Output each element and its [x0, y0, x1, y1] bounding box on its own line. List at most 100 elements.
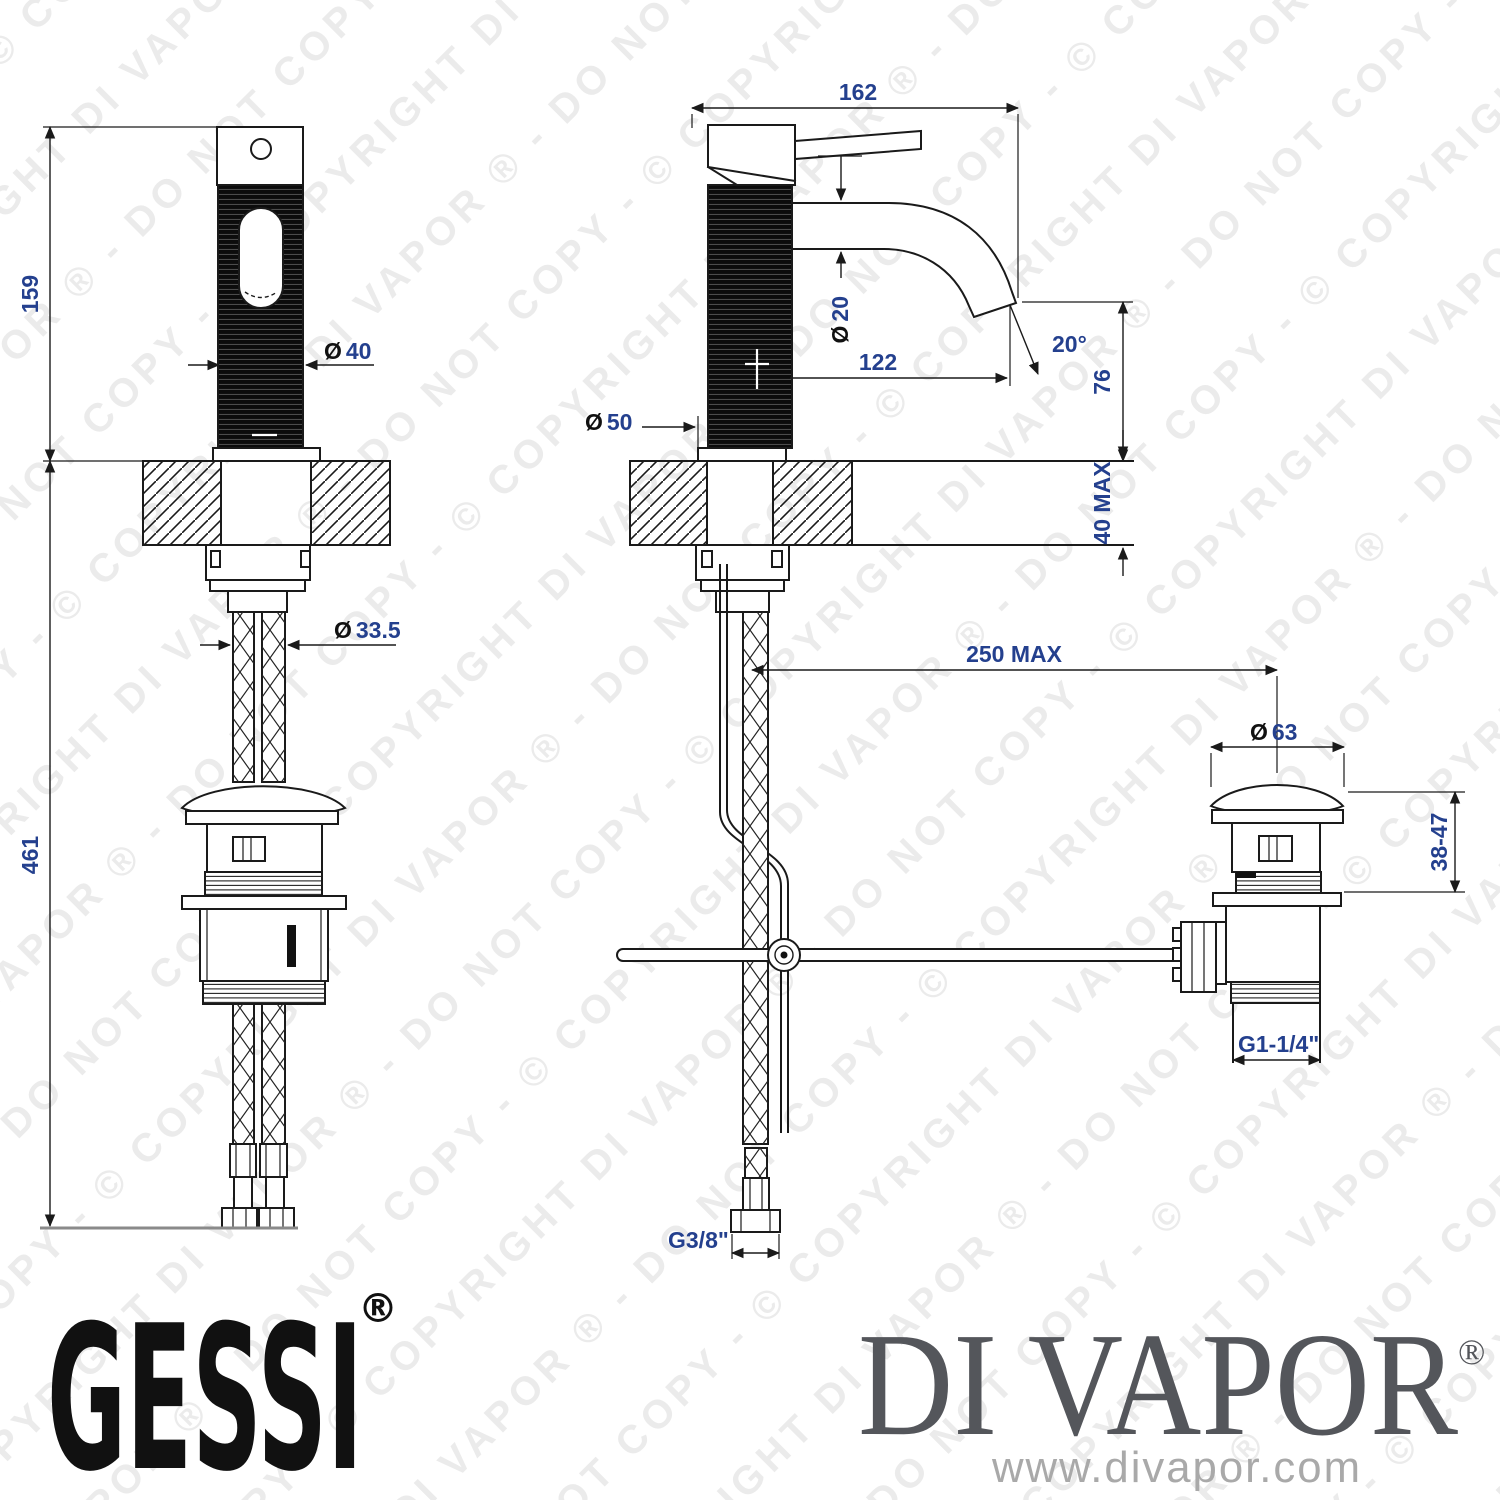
- nut-tooth: [1172, 947, 1182, 962]
- hose-nut-right: [258, 1207, 295, 1229]
- divapor-logo: DI VAPOR: [858, 1303, 1458, 1467]
- bracket-tab-right: [300, 550, 311, 568]
- hose-braid-texture: [745, 1148, 767, 1178]
- waste-clip-front: [232, 836, 266, 862]
- bracket-tab-side-right: [771, 550, 783, 568]
- hose-braid-texture: [233, 612, 254, 782]
- mounting-washer-front: [209, 579, 306, 592]
- waste-thread-lower-side: [1230, 981, 1321, 1004]
- ferrule-lines: [265, 1144, 281, 1177]
- waste-flange2-side: [1212, 892, 1342, 907]
- dim-label-supply-thread: G3/8": [668, 1227, 729, 1253]
- waste-clip-lines: [242, 837, 252, 861]
- divapor-website-url: www.divapor.com: [991, 1443, 1362, 1492]
- dim-label-waste-height-range: 38-47: [1426, 813, 1452, 872]
- dia63-ticks: [1210, 753, 1345, 787]
- knurled-body-side: [707, 184, 793, 449]
- hose-nut-side: [730, 1209, 781, 1233]
- waste-lower-body-front: [199, 908, 329, 982]
- divapor-registered-mark: ®: [1458, 1332, 1485, 1372]
- deck-outline-side: [629, 460, 1134, 546]
- ferrule-lines: [749, 1178, 763, 1210]
- waste-body-lines: [206, 909, 322, 981]
- waste-thread-lower-front: [202, 980, 326, 1005]
- hose-ferrule-left: [229, 1143, 257, 1178]
- waste-actuating-rod: [616, 948, 1182, 962]
- shank-stem-front: [227, 590, 288, 613]
- waste-thread-upper-front: [204, 871, 323, 897]
- rod-ball-joint-center: [780, 951, 788, 959]
- dim-label-spout-angle: 20°: [1052, 331, 1087, 357]
- mounting-washer-side: [700, 579, 785, 592]
- angle-20-line: [1009, 304, 1039, 375]
- body-detail-mark-side: [745, 349, 769, 389]
- deck-hatch-side-left: [631, 462, 707, 544]
- waste-knurled-nut: [1180, 921, 1217, 993]
- bracket-tab-left: [210, 550, 221, 568]
- side-view: 162 Ø20 122 20°: [585, 79, 1465, 1259]
- gessi-logo: GESSI: [47, 1283, 363, 1500]
- slot-inner-arc: [244, 291, 278, 299]
- branding: GESSI ® DI VAPOR ® www.divapor.com: [47, 1283, 1485, 1500]
- hose-nut-left: [221, 1207, 258, 1229]
- waste-lower-body-side: [1225, 905, 1321, 983]
- dim-label-spout-reach: 122: [859, 349, 897, 375]
- base-flange-front: [212, 447, 321, 462]
- handle-lever-side: [794, 129, 922, 161]
- handle-base-seam: [706, 165, 797, 183]
- spout-side: [791, 202, 1018, 319]
- waste-flange-side: [1211, 809, 1344, 824]
- spout-opening-slot: [238, 207, 284, 309]
- nut-lines: [232, 1208, 247, 1228]
- nut-lines: [269, 1208, 284, 1228]
- nut-knurl-lines: [1191, 922, 1205, 992]
- mounting-bracket-front: [205, 544, 311, 581]
- base-flange-side: [697, 447, 787, 462]
- waste-tailpiece: [1232, 1002, 1321, 1063]
- nut-lines: [740, 1210, 771, 1232]
- dim-label-waste-thread: G1-1/4": [1238, 1031, 1319, 1057]
- dim-label-overall-depth: 162: [839, 79, 877, 105]
- deck-hatch-left: [144, 462, 221, 544]
- dim-label-total-height: 461: [17, 836, 43, 875]
- hose-braid-texture: [262, 1004, 285, 1144]
- handle-base-side: [707, 124, 796, 186]
- nut-tooth: [1172, 927, 1182, 942]
- dim-label-deck-thickness: 40 MAX: [1089, 461, 1115, 545]
- ext-3847: [1344, 791, 1465, 893]
- waste-flange2-front: [181, 895, 347, 910]
- nut-tooth: [1172, 967, 1182, 982]
- waste-inlet-boss: [1215, 921, 1227, 985]
- cap-screw-hole: [250, 138, 272, 160]
- g38-ticks: [731, 1234, 780, 1259]
- gessi-registered-mark: ®: [358, 1286, 398, 1332]
- shank-stem-side: [715, 590, 770, 613]
- dim-label-height-above-deck: 159: [17, 275, 43, 313]
- dim-label-spout-height: 76: [1089, 369, 1115, 395]
- hose-neck-left: [233, 1176, 253, 1209]
- waste-clip-lines-side: [1268, 836, 1278, 861]
- hose-ferrule-side: [742, 1177, 770, 1211]
- bracket-tab-side-left: [701, 550, 713, 568]
- hose-braid-texture: [743, 612, 768, 1144]
- waste-thread-mark: [1236, 872, 1256, 878]
- dim-label-rod-reach: 250 MAX: [966, 641, 1063, 667]
- hose-braid-texture: [262, 612, 285, 782]
- waste-flange-front: [185, 810, 339, 825]
- dim-label-spout-diameter: Ø20: [827, 296, 853, 343]
- hose-ferrule-right: [259, 1143, 288, 1178]
- hose-braid-texture: [233, 1004, 254, 1144]
- deck-hatch-right: [311, 462, 390, 544]
- ferrule-lines: [235, 1144, 251, 1177]
- waste-detail-mark: [287, 925, 296, 967]
- rod-ball-joint-mid: [774, 945, 794, 965]
- waste-clip-side: [1258, 835, 1293, 862]
- hose-neck-right: [265, 1176, 285, 1209]
